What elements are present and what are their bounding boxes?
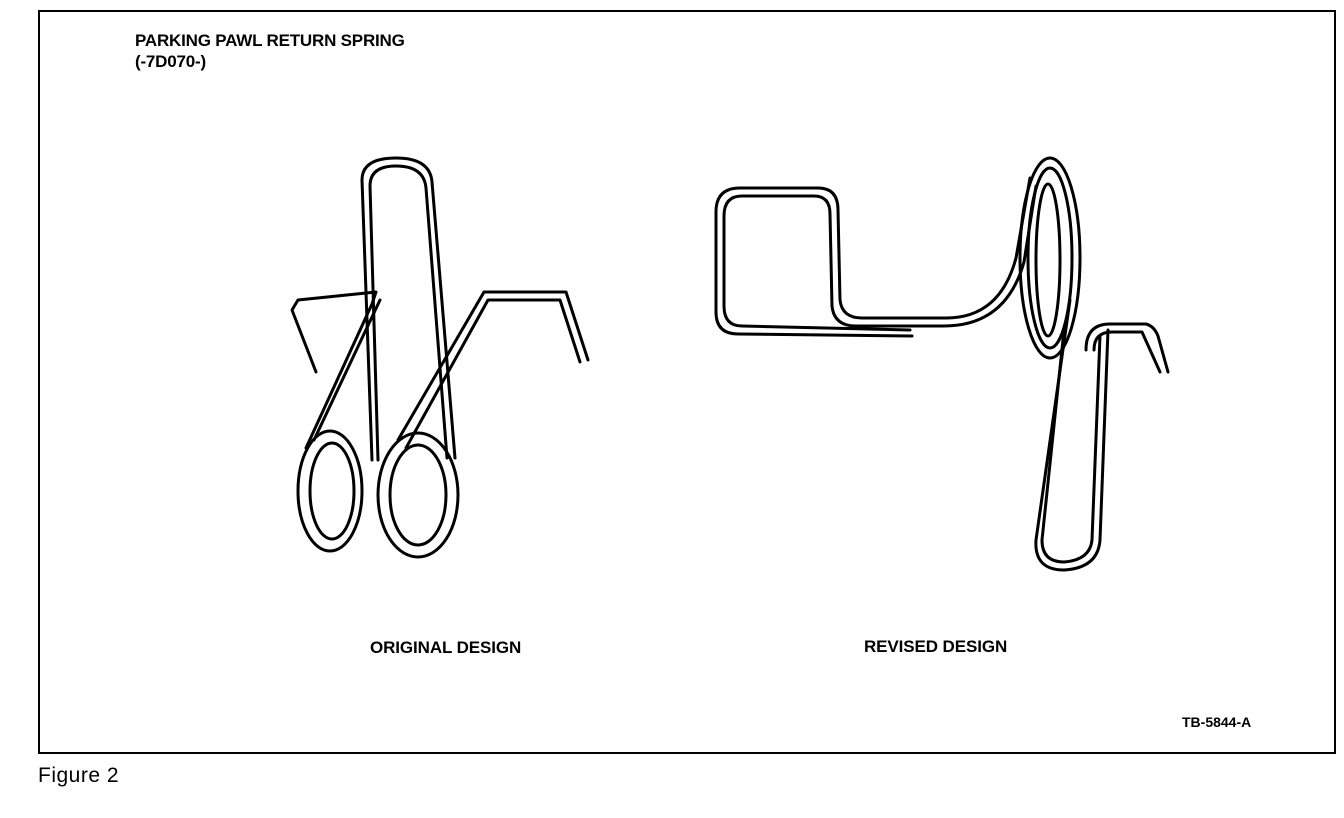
revised-connecting-arm bbox=[944, 176, 1032, 320]
figure-number: Figure 2 bbox=[38, 764, 120, 787]
revised-hook-inner bbox=[1092, 330, 1162, 374]
original-left-coil-inner bbox=[308, 441, 356, 541]
original-center-loop-inner bbox=[368, 164, 449, 462]
title-part-number: (-7D070-) bbox=[135, 52, 206, 71]
revised-connecting-arm-inner bbox=[942, 184, 1038, 328]
revised-coil-inner bbox=[1034, 182, 1062, 338]
original-left-arm-inner bbox=[312, 298, 382, 442]
reference-code: TB-5844-A bbox=[1182, 714, 1252, 730]
revised-coil-outer bbox=[1018, 156, 1082, 360]
original-left-arm bbox=[290, 290, 378, 450]
original-center-loop-outer bbox=[360, 156, 457, 462]
revised-square-loop-inner bbox=[722, 194, 946, 332]
original-spring-drawing bbox=[290, 156, 590, 559]
original-right-arm bbox=[396, 290, 590, 442]
title-part-name: PARKING PAWL RETURN SPRING bbox=[135, 31, 405, 50]
revised-design-label: REVISED DESIGN bbox=[864, 637, 1008, 656]
figure-title: PARKING PAWL RETURN SPRING (-7D070-) bbox=[135, 30, 405, 72]
original-design-label: ORIGINAL DESIGN bbox=[370, 638, 522, 657]
original-left-coil-outer bbox=[296, 429, 364, 553]
revised-spring-drawing bbox=[714, 156, 1170, 572]
figure-frame bbox=[38, 10, 1336, 754]
revised-square-loop-outer bbox=[714, 186, 948, 338]
original-right-coil-inner bbox=[388, 443, 448, 547]
revised-coil-middle bbox=[1026, 166, 1074, 350]
original-right-coil-outer bbox=[376, 431, 460, 559]
original-right-arm-inner bbox=[404, 298, 582, 450]
revised-hook-outer bbox=[1084, 322, 1170, 374]
revised-long-leg-outer bbox=[1034, 298, 1110, 572]
revised-long-leg-inner bbox=[1040, 328, 1102, 564]
